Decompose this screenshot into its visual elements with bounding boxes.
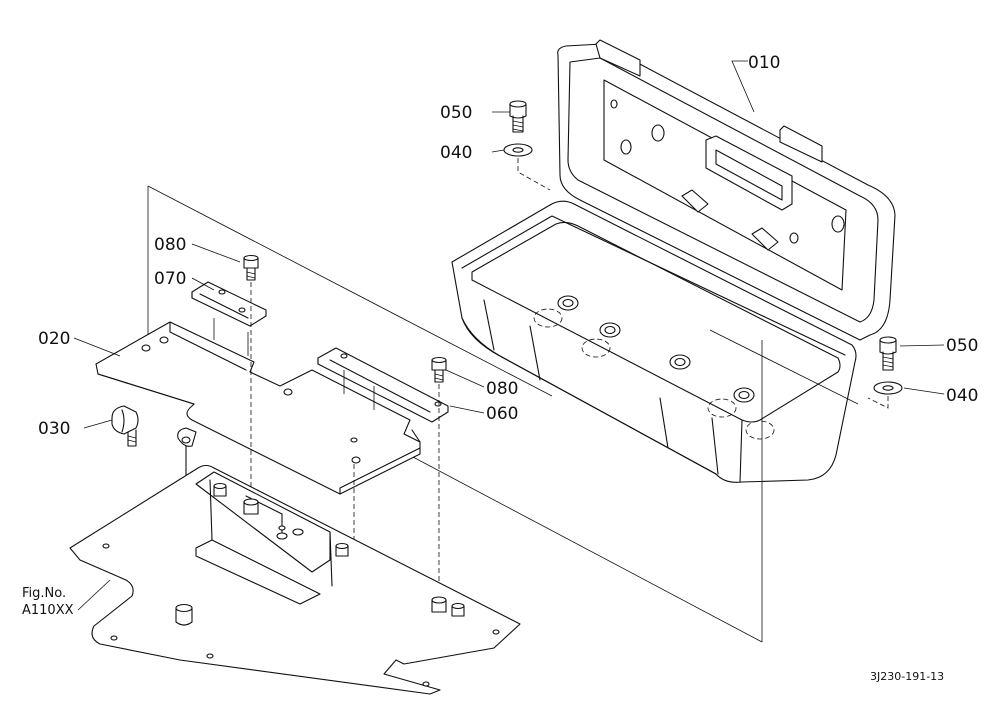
- toolbox-lid: [557, 39, 896, 341]
- bolt-080-left: [243, 254, 259, 281]
- bracket-plate-020: [95, 321, 421, 495]
- callout-070: 070: [154, 269, 186, 289]
- plate-060: [317, 347, 449, 423]
- guide-060: [343, 370, 375, 410]
- callout-060: 060: [486, 404, 518, 424]
- callout-050-top: 050: [440, 103, 472, 123]
- bolt-050-right: [879, 336, 897, 371]
- callout-050-right: 050: [946, 336, 978, 356]
- callout-leaders: [73, 60, 945, 611]
- fender-base-plate: [69, 464, 521, 695]
- figure-ref-line2: A110XX: [22, 603, 74, 618]
- drawing-code: 3J230-191-13: [870, 670, 944, 683]
- callout-030: 030: [38, 419, 70, 439]
- bolt-080-mid: [431, 356, 447, 383]
- bolt-050-top: [509, 100, 527, 133]
- knob-030: [111, 405, 139, 447]
- washer-040-right: [873, 381, 903, 395]
- plate-070: [191, 281, 267, 327]
- callout-020: 020: [38, 329, 70, 349]
- leader-040-right: [867, 396, 889, 409]
- guide-070: [213, 318, 249, 356]
- washer-040-top: [503, 143, 533, 157]
- callout-080-left: 080: [154, 235, 186, 255]
- leader-040-top: [517, 158, 551, 191]
- toolbox-body: [451, 200, 857, 483]
- projection-line-bottom: [395, 447, 763, 643]
- callout-010: 010: [748, 53, 780, 73]
- figure-ref-line1: Fig.No.: [22, 586, 66, 601]
- callout-040-top: 040: [440, 143, 472, 163]
- callout-080-mid: 080: [486, 379, 518, 399]
- projection-line-mid: [709, 329, 859, 405]
- projection-line-top: [147, 185, 553, 397]
- callout-040-right: 040: [946, 386, 978, 406]
